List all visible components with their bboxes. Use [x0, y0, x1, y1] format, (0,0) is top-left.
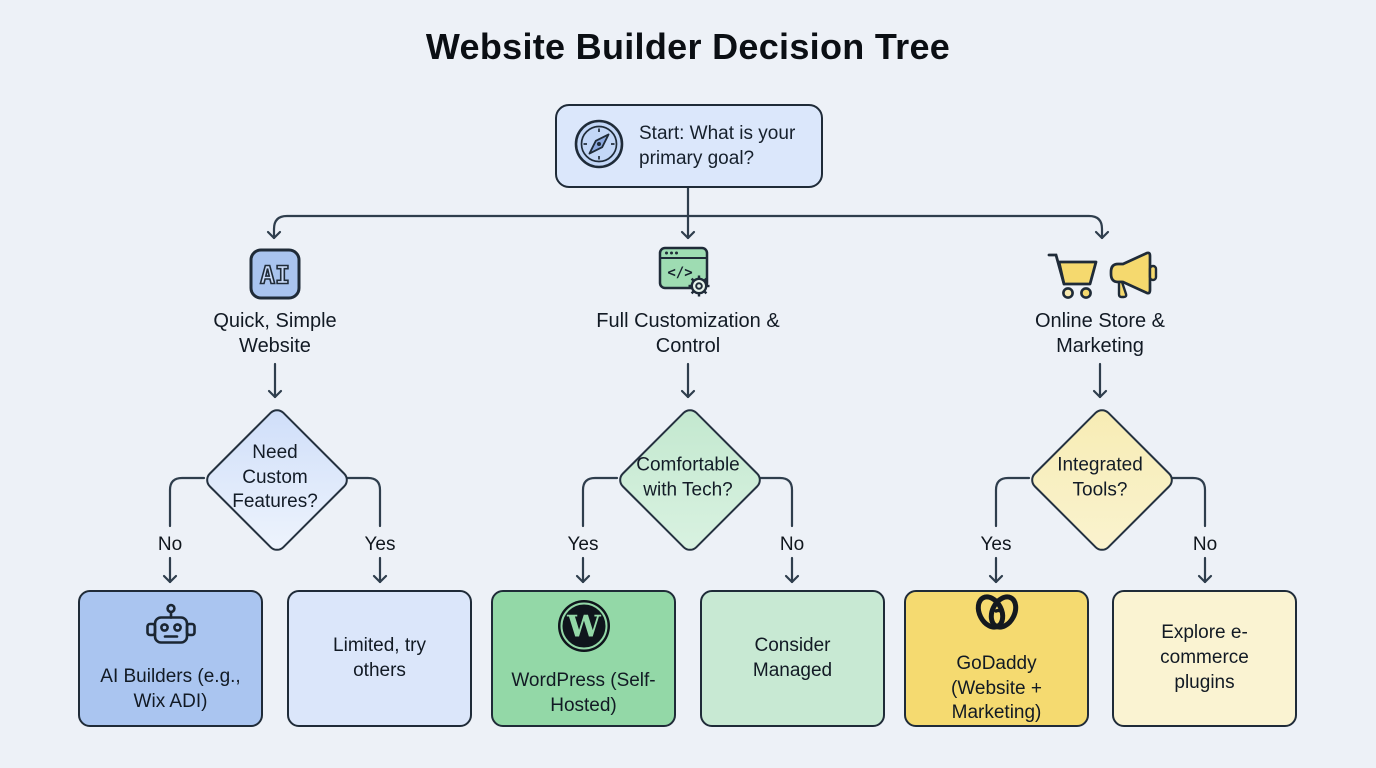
answer-label: No	[1192, 534, 1218, 555]
svg-text:W: W	[566, 610, 602, 645]
result-godaddy: GoDaddy (Website + Marketing)	[904, 590, 1089, 727]
answer-label: Yes	[980, 534, 1012, 555]
diamond-question: Need Custom Features?	[232, 441, 318, 513]
result-label: WordPress (Self-Hosted)	[511, 670, 656, 716]
answer-label: Yes	[364, 534, 396, 555]
branch-label-quick-simple: Quick, Simple Website	[213, 310, 337, 358]
godaddy-icon	[969, 591, 1025, 645]
branch-label-full-custom: Full Customization & Control	[596, 310, 780, 358]
code-window-icon: </>	[656, 244, 714, 307]
store-marketing-icons	[1046, 250, 1159, 305]
cart-icon	[1046, 250, 1098, 305]
answer-label: No	[157, 534, 183, 555]
robot-icon	[144, 602, 198, 658]
compass-icon	[572, 117, 626, 176]
connector-group	[162, 186, 1213, 584]
result-limited-try-others: Limited, try others	[287, 590, 472, 727]
result-label: Explore e-commerce plugins	[1160, 622, 1249, 693]
result-label: AI Builders (e.g., Wix ADI)	[100, 666, 241, 712]
ai-badge-icon: AI	[249, 248, 301, 305]
result-consider-managed: Consider Managed	[700, 590, 885, 727]
result-label: Limited, try others	[333, 634, 426, 681]
answer-label: No	[779, 534, 805, 555]
result-label: GoDaddy (Website + Marketing)	[951, 652, 1042, 724]
diamond-question: Integrated Tools?	[1057, 454, 1143, 500]
answer-label: Yes	[567, 534, 599, 555]
megaphone-icon	[1107, 250, 1159, 305]
wordpress-icon: W	[556, 598, 612, 662]
gear-icon	[688, 275, 710, 297]
result-ai-builders: AI Builders (e.g., Wix ADI)	[78, 590, 263, 727]
start-label: Start: What is your primary goal?	[639, 122, 796, 169]
branch-label-online-store: Online Store & Marketing	[1034, 310, 1166, 358]
result-wordpress: W WordPress (Self-Hosted)	[491, 590, 676, 727]
result-label: Consider Managed	[752, 634, 833, 681]
svg-text:AI: AI	[260, 261, 290, 290]
result-ecommerce-plugins: Explore e-commerce plugins	[1112, 590, 1297, 727]
diamond-question: Comfortable with Tech?	[636, 454, 740, 500]
svg-text:</>: </>	[667, 265, 692, 281]
page-title: Website Builder Decision Tree	[425, 26, 951, 67]
start-node: Start: What is your primary goal?	[555, 104, 823, 188]
